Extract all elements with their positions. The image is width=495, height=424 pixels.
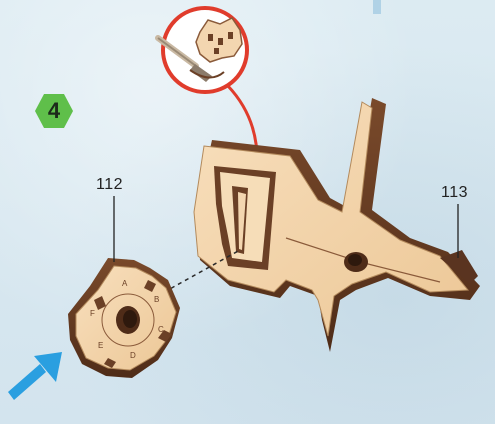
- hint-arrow-icon: [8, 352, 62, 400]
- svg-text:E: E: [98, 341, 103, 350]
- part-label-112: 112: [96, 176, 123, 194]
- part-body-113: [194, 98, 480, 352]
- step-badge: 4: [34, 92, 74, 130]
- step-number: 4: [34, 92, 74, 130]
- part-gear-112: A B C D E F: [68, 258, 180, 378]
- top-edge-mark: [373, 0, 381, 14]
- tool-callout-icon: [158, 8, 247, 92]
- svg-text:A: A: [122, 279, 128, 288]
- svg-text:D: D: [130, 351, 136, 360]
- svg-text:B: B: [154, 295, 159, 304]
- svg-text:F: F: [90, 309, 95, 318]
- part-label-113: 113: [441, 184, 468, 202]
- svg-text:C: C: [158, 325, 164, 334]
